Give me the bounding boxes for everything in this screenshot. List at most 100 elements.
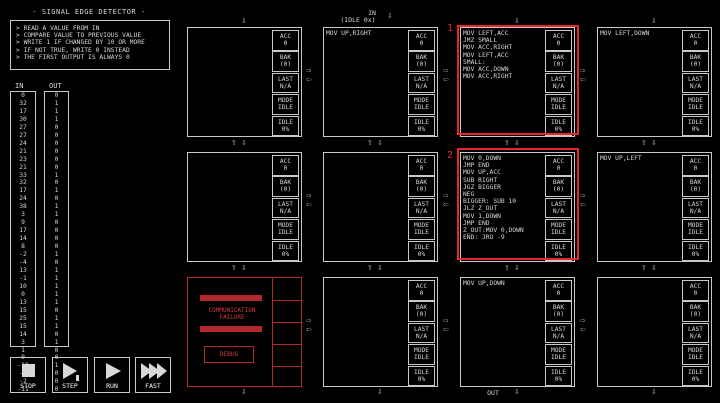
- register-value: IDLE: [414, 229, 429, 237]
- in-value: -4: [19, 259, 27, 267]
- run-button[interactable]: RUN: [94, 357, 130, 393]
- out-value: 0: [54, 378, 59, 386]
- node-r1c2[interactable]: MOV 0,DOWN JMP END MOV UP,ACC SUB RIGHT …: [460, 152, 575, 262]
- arrow-down-icon: ⇩: [377, 138, 383, 148]
- node-code[interactable]: MOV UP,LEFT: [600, 155, 642, 162]
- arrow-left-icon: ⇦: [580, 325, 586, 335]
- node-code[interactable]: [190, 30, 270, 134]
- register-value: 0: [556, 40, 561, 47]
- register-value: N/A: [689, 332, 702, 340]
- arrow-down-icon: ⇩: [241, 387, 247, 397]
- out-value: 0: [54, 306, 59, 314]
- arrow-up-icon: ⇧: [504, 263, 510, 273]
- stop-button[interactable]: STOP: [10, 357, 46, 393]
- arrow-up-icon: ⇧: [641, 263, 647, 273]
- register-label: IDLE: [414, 243, 429, 251]
- node-code[interactable]: MOV UP,DOWN: [463, 280, 505, 287]
- register-value: 0: [556, 165, 561, 172]
- node-code[interactable]: [326, 155, 406, 259]
- register-label: LAST: [688, 75, 703, 83]
- arrow-left-icon: ⇦: [306, 325, 312, 335]
- register-label: ACC: [552, 158, 565, 165]
- run-icon: [106, 363, 121, 379]
- register-label: MODE: [688, 97, 703, 105]
- register-label: LAST: [278, 200, 293, 208]
- register-bak: BAK(0): [682, 301, 709, 322]
- register-label: MODE: [414, 222, 429, 230]
- node-r0c2[interactable]: MOV LEFT,ACC JMZ SMALL MOV ACC,RIGHT MOV…: [460, 27, 575, 137]
- node-code[interactable]: MOV UP,RIGHT: [326, 30, 372, 37]
- in-value: 14: [19, 330, 27, 338]
- register-label: LAST: [414, 200, 429, 208]
- register-label: LAST: [551, 325, 566, 333]
- stop-icon: [22, 364, 35, 377]
- register-label: ACC: [689, 283, 702, 290]
- node-code[interactable]: [326, 280, 406, 384]
- register-value: IDLE: [278, 104, 293, 112]
- node-code[interactable]: MOV LEFT,DOWN: [600, 30, 650, 37]
- in-value: 0: [21, 290, 25, 298]
- out-value: 1: [54, 298, 59, 306]
- description-line: > IF NOT TRUE, WRITE 0 INSTEAD: [16, 46, 130, 54]
- fast-label: FAST: [145, 382, 161, 390]
- debug-button[interactable]: DEBUG: [204, 346, 254, 363]
- in-value: 38: [19, 203, 27, 211]
- step-button[interactable]: STEP: [52, 357, 88, 393]
- node-code[interactable]: MOV 0,DOWN JMP END MOV UP,ACC SUB RIGHT …: [463, 155, 524, 242]
- register-value: 0: [419, 40, 424, 47]
- out-value: 1: [54, 322, 59, 330]
- register-label: MODE: [551, 347, 566, 355]
- bottom-out-label: OUT: [487, 389, 499, 397]
- node-code[interactable]: [190, 155, 270, 259]
- run-label: RUN: [106, 382, 118, 390]
- in-value: 27: [19, 131, 27, 139]
- register-label: MODE: [278, 222, 293, 230]
- register-value: 0%: [554, 250, 563, 258]
- register-label: BAK: [415, 54, 428, 62]
- register-label: IDLE: [551, 368, 566, 376]
- out-value: 1: [54, 338, 59, 346]
- in-value: 32: [19, 99, 27, 107]
- register-value: 0%: [417, 250, 426, 258]
- node-code[interactable]: [600, 280, 680, 384]
- register-label: MODE: [551, 97, 566, 105]
- arrow-down-icon: ⇩: [514, 138, 520, 148]
- register-label: MODE: [551, 222, 566, 230]
- out-value: 1: [54, 115, 59, 123]
- register-label: MODE: [688, 222, 703, 230]
- failure-node[interactable]: COMMUNICATION FAILURE DEBUG: [187, 277, 302, 387]
- node-code[interactable]: MOV LEFT,ACC JMZ SMALL MOV ACC,RIGHT MOV…: [463, 30, 513, 81]
- out-value: 1: [54, 266, 59, 274]
- register-label: MODE: [414, 347, 429, 355]
- failure-divider: [273, 366, 301, 367]
- register-value: (0): [415, 311, 428, 319]
- fast-button[interactable]: FAST: [135, 357, 171, 393]
- register-value: IDLE: [551, 229, 566, 237]
- out-value: 0: [54, 139, 59, 147]
- register-value: 0%: [417, 375, 426, 383]
- register-label: BAK: [689, 54, 702, 62]
- register-label: IDLE: [278, 118, 293, 126]
- register-label: IDLE: [551, 118, 566, 126]
